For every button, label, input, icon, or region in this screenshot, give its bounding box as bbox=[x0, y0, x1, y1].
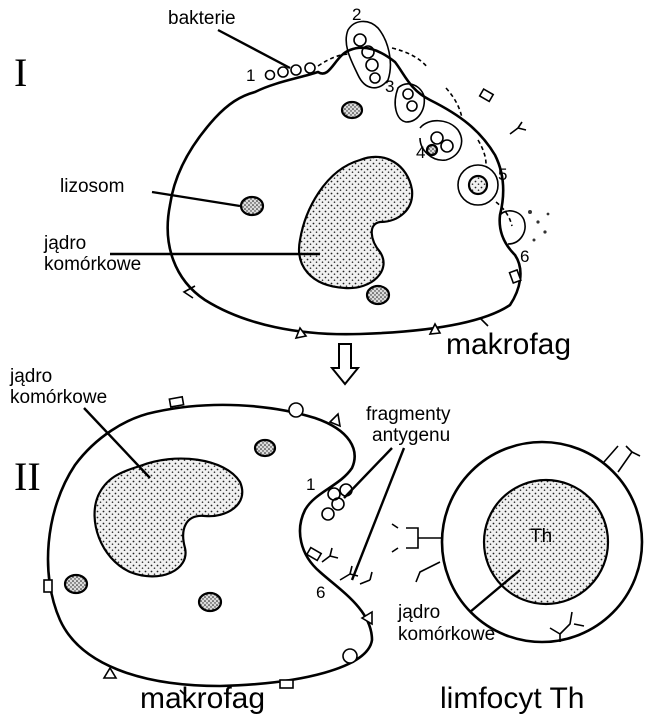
step-1-number-2: 1 bbox=[306, 475, 315, 494]
step-6-number: 6 bbox=[520, 247, 529, 266]
lymphocyte-nucleus-label-line2: komórkowe bbox=[398, 624, 495, 645]
stage-1-numeral: I bbox=[14, 50, 27, 95]
step-5-number: 5 bbox=[498, 165, 507, 184]
bacteria-label: bakterie bbox=[168, 8, 236, 29]
lymphocyte-nucleus-text: Th bbox=[530, 526, 552, 547]
step-4-number: 4 bbox=[416, 143, 425, 162]
stage-2-numeral: II bbox=[14, 454, 41, 499]
lymphocyte-nucleus-label-line1: jądro bbox=[397, 602, 440, 623]
nucleus-label-2-line1: jądro bbox=[9, 366, 52, 387]
macrophage-cell-2 bbox=[48, 405, 372, 686]
step-2-number: 2 bbox=[352, 5, 361, 24]
macrophage-label-2: makrofag bbox=[140, 682, 265, 715]
step-6-number-2: 6 bbox=[316, 583, 325, 602]
antigen-release-6 bbox=[528, 210, 549, 242]
bacteria-leader bbox=[218, 30, 290, 68]
lysosome-label: lizosom bbox=[60, 176, 124, 197]
step-1-number: 1 bbox=[246, 66, 255, 85]
nucleus-label-2-line2: komórkowe bbox=[10, 387, 107, 408]
macrophage-label-1: makrofag bbox=[446, 328, 571, 361]
nucleus-label-1-line1: jądro bbox=[43, 233, 86, 254]
hollow-down-arrow-icon bbox=[332, 344, 358, 384]
step-3-number: 3 bbox=[385, 77, 394, 96]
nucleus-label-1-line2: komórkowe bbox=[44, 254, 141, 275]
antigen-fragments-label-line2: antygenu bbox=[372, 425, 450, 446]
antigen-leader-2 bbox=[352, 448, 404, 580]
lymphocyte-label: limfocyt Th bbox=[440, 682, 584, 715]
antigen-fragments-label-line1: fragmenty bbox=[366, 404, 451, 425]
